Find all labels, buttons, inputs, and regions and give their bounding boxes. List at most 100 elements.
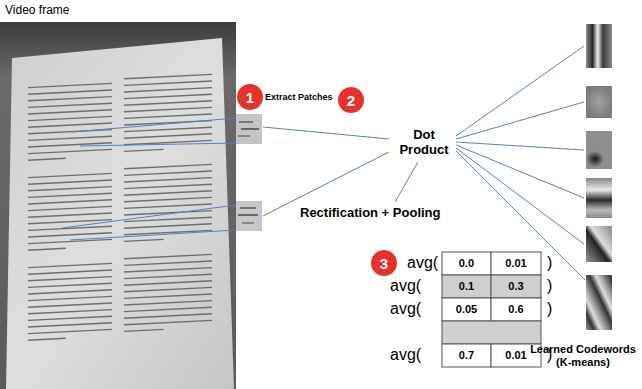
document-text-line — [28, 263, 112, 267]
document-text-line — [124, 261, 212, 265]
label-text: Dot Product — [392, 128, 456, 158]
patch-mark — [242, 222, 254, 224]
document-page — [6, 38, 234, 389]
text-label: avg( — [390, 277, 421, 295]
document-text-lines — [28, 74, 212, 340]
flow-lines — [263, 46, 585, 280]
document-text-line — [28, 248, 66, 250]
label-text: 0.0 — [442, 257, 491, 270]
patch-mark — [239, 121, 253, 123]
document-text-line — [28, 290, 112, 294]
document-text-line — [124, 114, 212, 118]
label-text: 0.1 — [442, 280, 491, 293]
text-label: avg( — [390, 346, 421, 364]
document-text-line — [124, 88, 212, 92]
label-text: avg( — [407, 254, 438, 272]
codeword-image — [586, 131, 612, 169]
document-text-line — [28, 239, 112, 243]
leader-line — [62, 205, 236, 228]
document-text-line — [28, 338, 66, 340]
document-text-line — [28, 283, 112, 287]
document-text-line — [124, 94, 212, 98]
document-text-line — [28, 173, 112, 177]
text-label: avg( — [390, 300, 421, 318]
table-cell — [442, 275, 491, 298]
document-text-line — [28, 130, 112, 134]
text-label: Learned Codewords (K-means) — [528, 343, 638, 368]
text-label: Extract Patches — [265, 92, 333, 102]
text-label: 0.3 — [491, 280, 541, 293]
table-cell — [442, 321, 541, 344]
document-text-line — [28, 206, 112, 210]
text-label: Rectification + Pooling — [300, 206, 441, 221]
text-label: Video frame — [5, 4, 69, 18]
document-text-line — [124, 254, 212, 258]
patch-image — [236, 201, 262, 231]
document-text-line — [28, 187, 112, 191]
label-text: ) — [547, 254, 552, 272]
leader-line — [395, 162, 418, 202]
document-text-line — [124, 268, 212, 272]
label-text: 0.05 — [442, 303, 491, 316]
label-text: Learned Codewords (K-means) — [528, 343, 638, 368]
table-cell — [442, 252, 491, 275]
leader-line — [70, 230, 236, 240]
codeword-blob — [586, 151, 604, 167]
document-text-line — [124, 329, 164, 331]
leader-line — [456, 148, 584, 244]
codeword-image — [586, 275, 612, 330]
codeword-image — [586, 226, 612, 262]
text-label: 0.6 — [491, 303, 541, 316]
document-text-line — [124, 191, 212, 195]
document-text-line — [124, 149, 164, 151]
label-text: 0.01 — [491, 257, 541, 270]
patch-mark — [238, 214, 258, 216]
document-text-line — [28, 329, 112, 333]
patch-mark — [240, 207, 256, 209]
document-text-line — [124, 274, 212, 278]
document-text-line — [124, 171, 212, 175]
document-text-line — [124, 184, 212, 188]
document-text-line — [124, 287, 212, 291]
text-label: ) — [547, 300, 552, 318]
text-label: Dot Product — [392, 128, 456, 158]
document-text-line — [28, 158, 66, 160]
step-number-circle: 3 — [371, 250, 397, 276]
codeword-image — [586, 86, 612, 118]
label-text: Video frame — [5, 4, 69, 18]
document-text-line — [28, 143, 112, 147]
document-text-line — [28, 90, 112, 94]
circle-shape — [371, 250, 397, 276]
document-text-line — [28, 97, 112, 101]
document-text-line — [124, 239, 164, 241]
document-text-line — [124, 101, 212, 105]
document-text-line — [28, 233, 112, 237]
callout-number: 1 — [246, 90, 254, 105]
leader-line — [263, 127, 389, 139]
leader-line — [456, 145, 584, 198]
text-label: ) — [547, 254, 552, 272]
document-text-line — [28, 323, 112, 327]
circle-shape — [237, 84, 263, 110]
leader-line — [80, 143, 236, 146]
table-cell — [491, 275, 541, 298]
document-text-line — [28, 103, 112, 107]
text-label: 0.1 — [442, 280, 491, 293]
document-text-line — [124, 294, 212, 298]
document-text-line — [28, 213, 112, 217]
document-text-line — [124, 320, 212, 324]
document-text-line — [28, 316, 112, 320]
leader-line — [456, 46, 584, 136]
label-text: Rectification + Pooling — [300, 206, 441, 221]
text-label: 0.05 — [442, 303, 491, 316]
document-text-line — [124, 164, 212, 168]
document-text-line — [28, 123, 112, 127]
codeword-image — [586, 24, 612, 68]
leader-line — [72, 118, 236, 132]
table-cell — [442, 298, 491, 321]
document-text-line — [28, 277, 112, 281]
leader-line — [456, 102, 584, 139]
text-label: ) — [547, 277, 552, 295]
